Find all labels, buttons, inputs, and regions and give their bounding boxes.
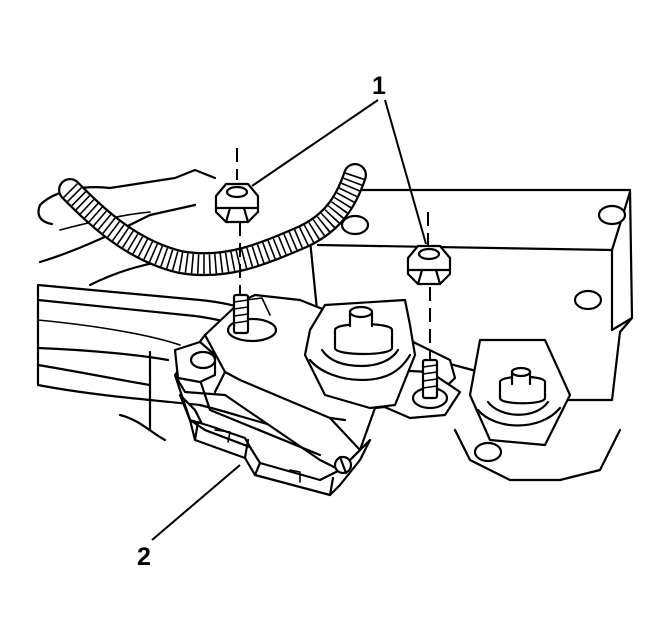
plate-hole: [573, 289, 603, 311]
right-stud: [421, 358, 439, 400]
plate-hole: [473, 441, 503, 463]
callout-2: 2: [137, 464, 241, 571]
plate-hole: [340, 214, 370, 236]
callout-label-1: 1: [372, 72, 386, 100]
nut-right: [406, 244, 452, 286]
mount-isolator-center: [303, 298, 417, 410]
mount-isolator-right: [453, 338, 622, 482]
callout-label-2: 2: [137, 543, 151, 571]
callout-1: 1: [251, 72, 427, 245]
nut-left: [214, 182, 260, 224]
wiring-harness: [58, 163, 367, 277]
plate-hole: [597, 204, 627, 226]
left-stud: [232, 293, 250, 335]
